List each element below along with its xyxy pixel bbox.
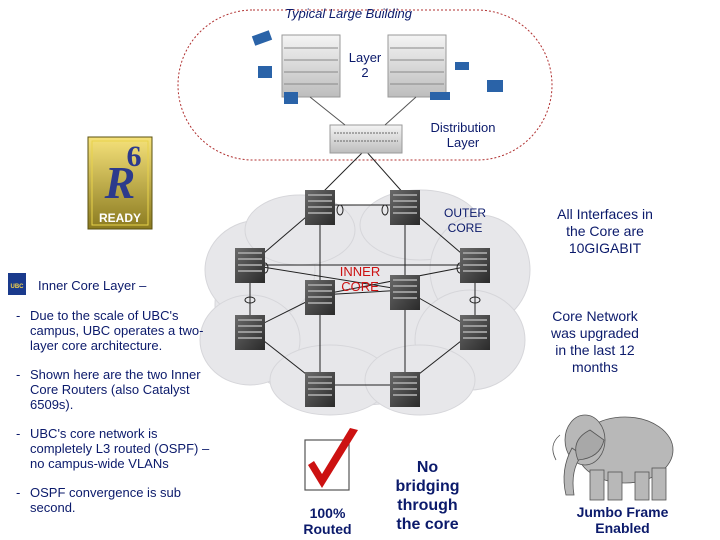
building-boundary xyxy=(177,9,553,161)
note-line: Core Network xyxy=(552,308,638,324)
routed-label: 100% Routed xyxy=(290,505,365,537)
svg-text:R: R xyxy=(104,157,136,208)
no-bridging-line: the core xyxy=(396,516,459,533)
router-icon xyxy=(460,248,490,283)
bullet-item: -Due to the scale of UBC's campus, UBC o… xyxy=(16,308,204,353)
device-icon xyxy=(430,92,450,100)
jumbo-frame-label: Jumbo Frame Enabled xyxy=(555,504,690,536)
note-line: in the last 12 xyxy=(555,342,635,358)
router-icon xyxy=(305,280,335,315)
bullet-item: -UBC's core network is completely L3 rou… xyxy=(16,426,210,471)
device-icon xyxy=(284,92,298,104)
layer2-label-line: Layer xyxy=(348,50,382,65)
layer2-label-line: 2 xyxy=(361,65,369,80)
no-bridging-label: No bridging through the core xyxy=(380,458,475,534)
bullet-text: UBC's core network is completely L3 rout… xyxy=(30,426,210,471)
layer2-label: Layer 2 xyxy=(340,50,390,80)
outer-core-label-line: CORE xyxy=(447,221,483,235)
building-title: Typical Large Building xyxy=(285,6,412,21)
device-icon xyxy=(258,66,272,78)
switch-icon xyxy=(387,34,447,98)
inner-core-bullets: -Due to the scale of UBC's campus, UBC o… xyxy=(16,308,216,529)
router-icon xyxy=(460,315,490,350)
routed-line: Routed xyxy=(303,521,352,537)
routed-line: 100% xyxy=(309,505,346,521)
elephant-icon xyxy=(552,414,674,501)
bullet-text: Shown here are the two Inner Core Router… xyxy=(30,367,201,412)
layer2-switches xyxy=(281,34,447,154)
jumbo-line: Jumbo Frame xyxy=(576,504,669,520)
distribution-label-line: Layer xyxy=(446,135,480,150)
core-upgrade-note: Core Network was upgraded in the last 12… xyxy=(530,308,660,376)
note-line: was upgraded xyxy=(551,325,639,341)
router-icon xyxy=(305,372,335,407)
outer-core-label: OUTER CORE xyxy=(430,206,500,236)
router-icon xyxy=(390,190,420,225)
note-line: the Core are xyxy=(566,223,644,239)
router-icon xyxy=(305,190,335,225)
note-line: 10GIGABIT xyxy=(568,240,642,256)
bullet-text: OSPF convergence is sub second. xyxy=(30,485,182,515)
inner-core-label: INNER CORE xyxy=(330,264,390,294)
no-bridging-line: through xyxy=(397,497,458,514)
no-bridging-line: bridging xyxy=(395,478,460,495)
device-icon xyxy=(251,30,273,46)
core-routers xyxy=(235,190,490,407)
router-icon xyxy=(390,275,420,310)
ubc-logo: UBC xyxy=(8,273,26,295)
device-icon xyxy=(487,80,503,92)
switch-icon xyxy=(281,34,341,98)
bullet-item: -OSPF convergence is sub second. xyxy=(16,485,182,515)
router-icon xyxy=(235,248,265,283)
router-icon xyxy=(390,372,420,407)
end-devices xyxy=(251,30,503,104)
note-line: months xyxy=(572,359,618,375)
inner-core-layer-title: Inner Core Layer – xyxy=(38,278,147,293)
distribution-label-line: Distribution xyxy=(430,120,496,135)
svg-text:6: 6 xyxy=(127,140,142,173)
bullet-text: Due to the scale of UBC's campus, UBC op… xyxy=(30,308,204,353)
ipv6-ready-logo: R 6 READY xyxy=(87,136,153,230)
no-bridging-line: No xyxy=(416,459,439,476)
bullet-item: -Shown here are the two Inner Core Route… xyxy=(16,367,201,412)
inner-core-label-line: CORE xyxy=(341,279,379,294)
note-line: All Interfaces in xyxy=(557,206,653,222)
inner-core-label-line: INNER xyxy=(339,264,381,279)
outer-core-label-line: OUTER xyxy=(444,206,486,220)
distribution-label: Distribution Layer xyxy=(418,120,508,150)
core-interfaces-note: All Interfaces in the Core are 10GIGABIT xyxy=(530,206,680,257)
ubc-logo-text: UBC xyxy=(11,284,25,290)
ipv6-ready-text: READY xyxy=(99,211,141,225)
device-icon xyxy=(455,62,469,70)
jumbo-line: Enabled xyxy=(595,520,650,536)
switch-icon xyxy=(329,124,403,154)
checkmark-icon xyxy=(304,428,358,491)
router-icon xyxy=(235,315,265,350)
